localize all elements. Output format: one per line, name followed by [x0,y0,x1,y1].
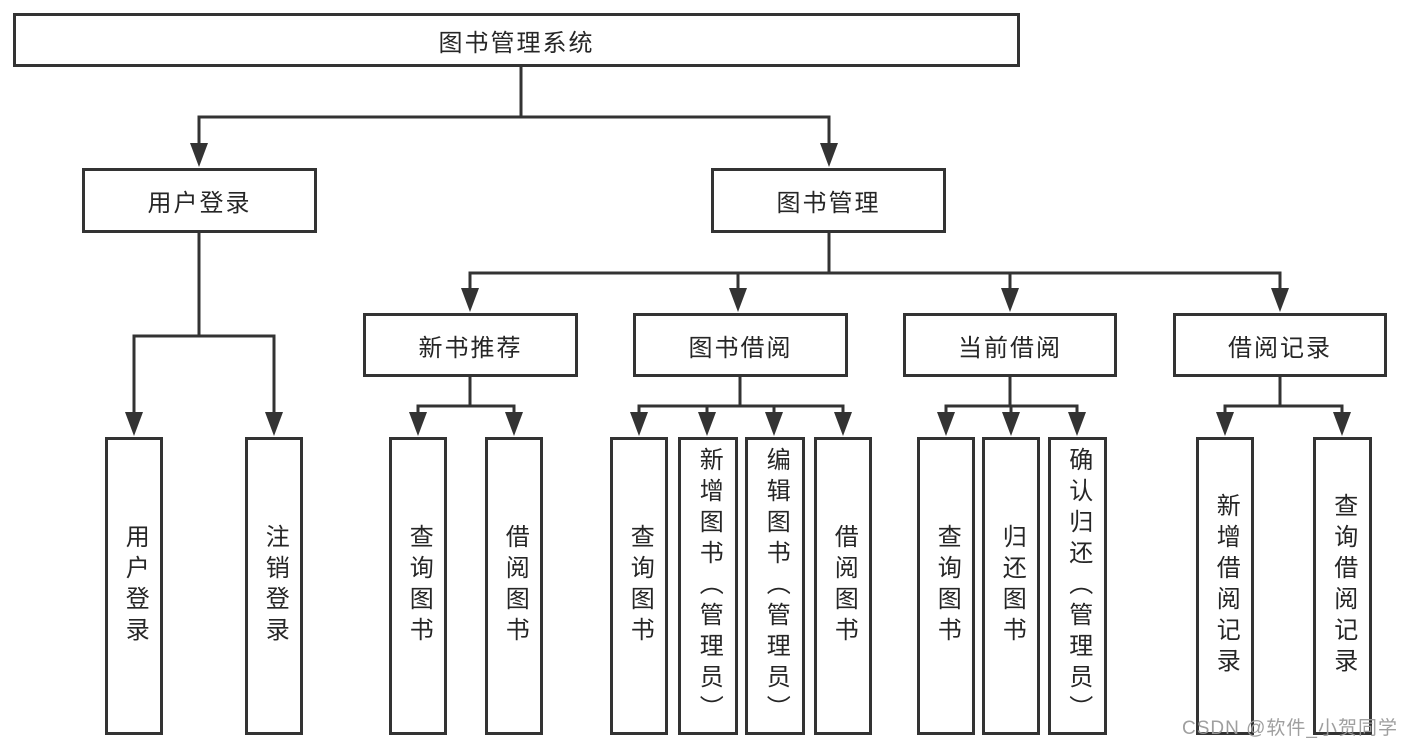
node-current-borrowing-label: 当前借阅 [958,334,1062,362]
connector-segments [132,64,1344,415]
leaf-query-books-recommend: 查询图书 [389,437,447,735]
arrowhead [190,143,208,167]
node-library-system-label: 图书管理系统 [438,29,595,57]
arrowhead [1068,412,1086,436]
connector-borrowing-records-split [1223,375,1344,415]
leaf-query-books-borrowing-label: 查询图书 [626,524,654,648]
arrowhead [409,412,427,436]
leaf-add-borrow-record-label: 新增借阅记录 [1212,493,1240,679]
arrowhead [937,412,955,436]
arrowhead [505,412,523,436]
node-new-book-recommendation-label: 新书推荐 [418,334,523,362]
arrowhead [1001,288,1019,312]
arrowhead [765,412,783,436]
arrowhead [1216,412,1234,436]
node-borrowing-records: 借阅记录 [1173,313,1387,377]
leaf-query-books-recommend-label: 查询图书 [405,524,433,648]
leaf-query-borrow-record-label: 查询借阅记录 [1329,493,1357,679]
arrowhead [698,412,716,436]
leaf-borrow-books-borrowing: 借阅图书 [814,437,872,735]
node-current-borrowing: 当前借阅 [903,313,1117,377]
arrowhead [1333,412,1351,436]
leaf-query-books-current: 查询图书 [917,437,975,735]
arrowhead [1002,412,1020,436]
leaf-query-borrow-record: 查询借阅记录 [1313,437,1372,735]
leaf-borrow-books-borrowing-label: 借阅图书 [830,524,858,648]
arrowhead [1271,288,1289,312]
arrowhead [265,412,283,436]
arrowhead [461,288,479,312]
node-user-login: 用户登录 [82,168,317,233]
node-book-borrowing: 图书借阅 [633,313,848,377]
leaf-add-book-admin-label: 新增图书（管理员） [695,446,723,726]
node-book-management: 图书管理 [711,168,946,233]
leaf-user-login-label: 用户登录 [121,524,149,648]
connector-user-login-split [132,231,276,415]
leaf-confirm-return-admin: 确认归还（管理员） [1048,437,1107,735]
node-book-borrowing-label: 图书借阅 [688,334,793,362]
arrowhead [630,412,648,436]
leaf-edit-book-admin: 编辑图书（管理员） [745,437,805,735]
leaf-add-borrow-record: 新增借阅记录 [1196,437,1254,735]
arrowhead [125,412,143,436]
node-borrowing-records-label: 借阅记录 [1228,334,1332,362]
connector-book-management-split [468,231,1282,290]
node-new-book-recommendation: 新书推荐 [363,313,578,377]
arrowhead [834,412,852,436]
connector-current-borrowing-split [944,375,1079,415]
connector-new-book-split [416,375,516,415]
leaf-borrow-books-recommend-label: 借阅图书 [501,524,529,648]
node-user-login-label: 用户登录 [147,190,252,217]
leaf-query-books-current-label: 查询图书 [933,524,961,648]
connector-book-borrowing-split [637,375,845,415]
leaf-return-books: 归还图书 [982,437,1040,735]
arrowhead [820,143,838,167]
watermark-text: CSDN @软件_小贺同学 [1182,718,1398,739]
leaf-return-books-label: 归还图书 [998,524,1026,648]
leaf-query-books-borrowing: 查询图书 [610,437,668,735]
leaf-user-login: 用户登录 [105,437,163,735]
leaf-logout: 注销登录 [245,437,303,735]
node-library-system: 图书管理系统 [13,13,1020,67]
leaf-add-book-admin: 新增图书（管理员） [678,437,738,735]
arrowheads [125,143,1351,436]
node-book-management-label: 图书管理 [776,190,881,217]
leaf-confirm-return-admin-label: 确认归还（管理员） [1064,446,1092,726]
leaf-borrow-books-recommend: 借阅图书 [485,437,543,735]
connector-root-split [197,64,831,146]
leaf-logout-label: 注销登录 [261,524,289,648]
arrowhead [729,288,747,312]
leaf-edit-book-admin-label: 编辑图书（管理员） [762,446,790,726]
